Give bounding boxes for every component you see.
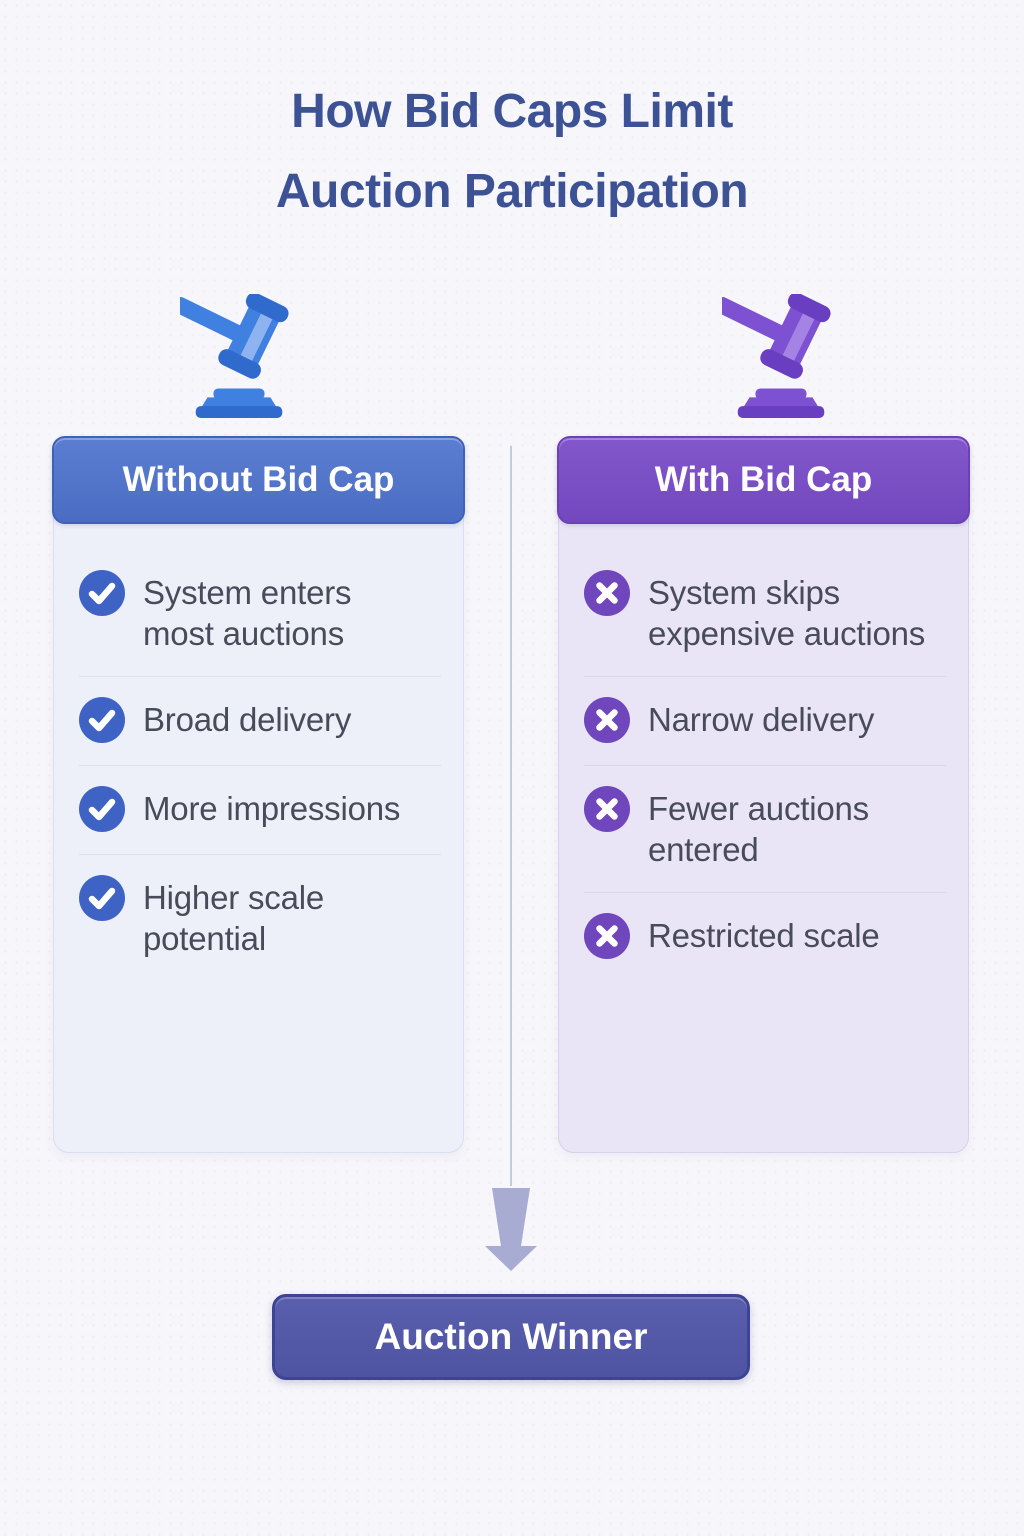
title-line-1: How Bid Caps Limit — [291, 85, 733, 138]
without-bid-cap-header: Without Bid Cap — [52, 436, 465, 524]
list-item: Restricted scale — [584, 892, 946, 981]
list-item: Fewer auctions entered — [584, 765, 946, 892]
list-item: More impressions — [79, 765, 441, 854]
page-title: How Bid Caps Limit Auction Participation — [0, 72, 1024, 232]
list-item-label: System skips expensive auctions — [648, 574, 926, 652]
list-item-label: Higher scale potential — [143, 879, 325, 957]
with-bid-cap-card: With Bid Cap System skips expensive auct… — [557, 436, 970, 1153]
auction-winner-label: Auction Winner — [374, 1316, 648, 1357]
list-item: Broad delivery — [79, 676, 441, 765]
cross-icon — [584, 913, 630, 959]
gavel-purple-icon — [722, 294, 831, 418]
check-icon — [79, 875, 125, 921]
cross-icon — [584, 697, 630, 743]
list-item: Higher scale potential — [79, 854, 441, 981]
cross-icon — [584, 570, 630, 616]
connector-line — [510, 446, 512, 1186]
list-item-label: More impressions — [143, 790, 401, 827]
check-icon — [79, 697, 125, 743]
gavel-blue-icon — [180, 294, 289, 418]
list-item-label: Restricted scale — [648, 917, 880, 954]
list-item-label: Narrow delivery — [648, 701, 875, 738]
without-bid-cap-card: Without Bid Cap System enters most aucti… — [52, 436, 465, 1153]
list-item: System enters most auctions — [79, 550, 441, 676]
title-line-2: Auction Participation — [275, 165, 749, 218]
check-icon — [79, 786, 125, 832]
with-bid-cap-list: System skips expensive auctions Narrow d… — [559, 524, 968, 981]
without-bid-cap-list: System enters most auctions Broad delive… — [54, 524, 463, 981]
down-arrow-icon — [485, 1188, 537, 1271]
list-item-label: Fewer auctions entered — [648, 790, 869, 868]
list-item-label: Broad delivery — [143, 701, 352, 738]
check-icon — [79, 570, 125, 616]
list-item: Narrow delivery — [584, 676, 946, 765]
with-bid-cap-header: With Bid Cap — [557, 436, 970, 524]
list-item-label: System enters most auctions — [143, 574, 352, 652]
auction-winner-banner: Auction Winner — [272, 1294, 750, 1380]
list-item: System skips expensive auctions — [584, 550, 946, 676]
cross-icon — [584, 786, 630, 832]
